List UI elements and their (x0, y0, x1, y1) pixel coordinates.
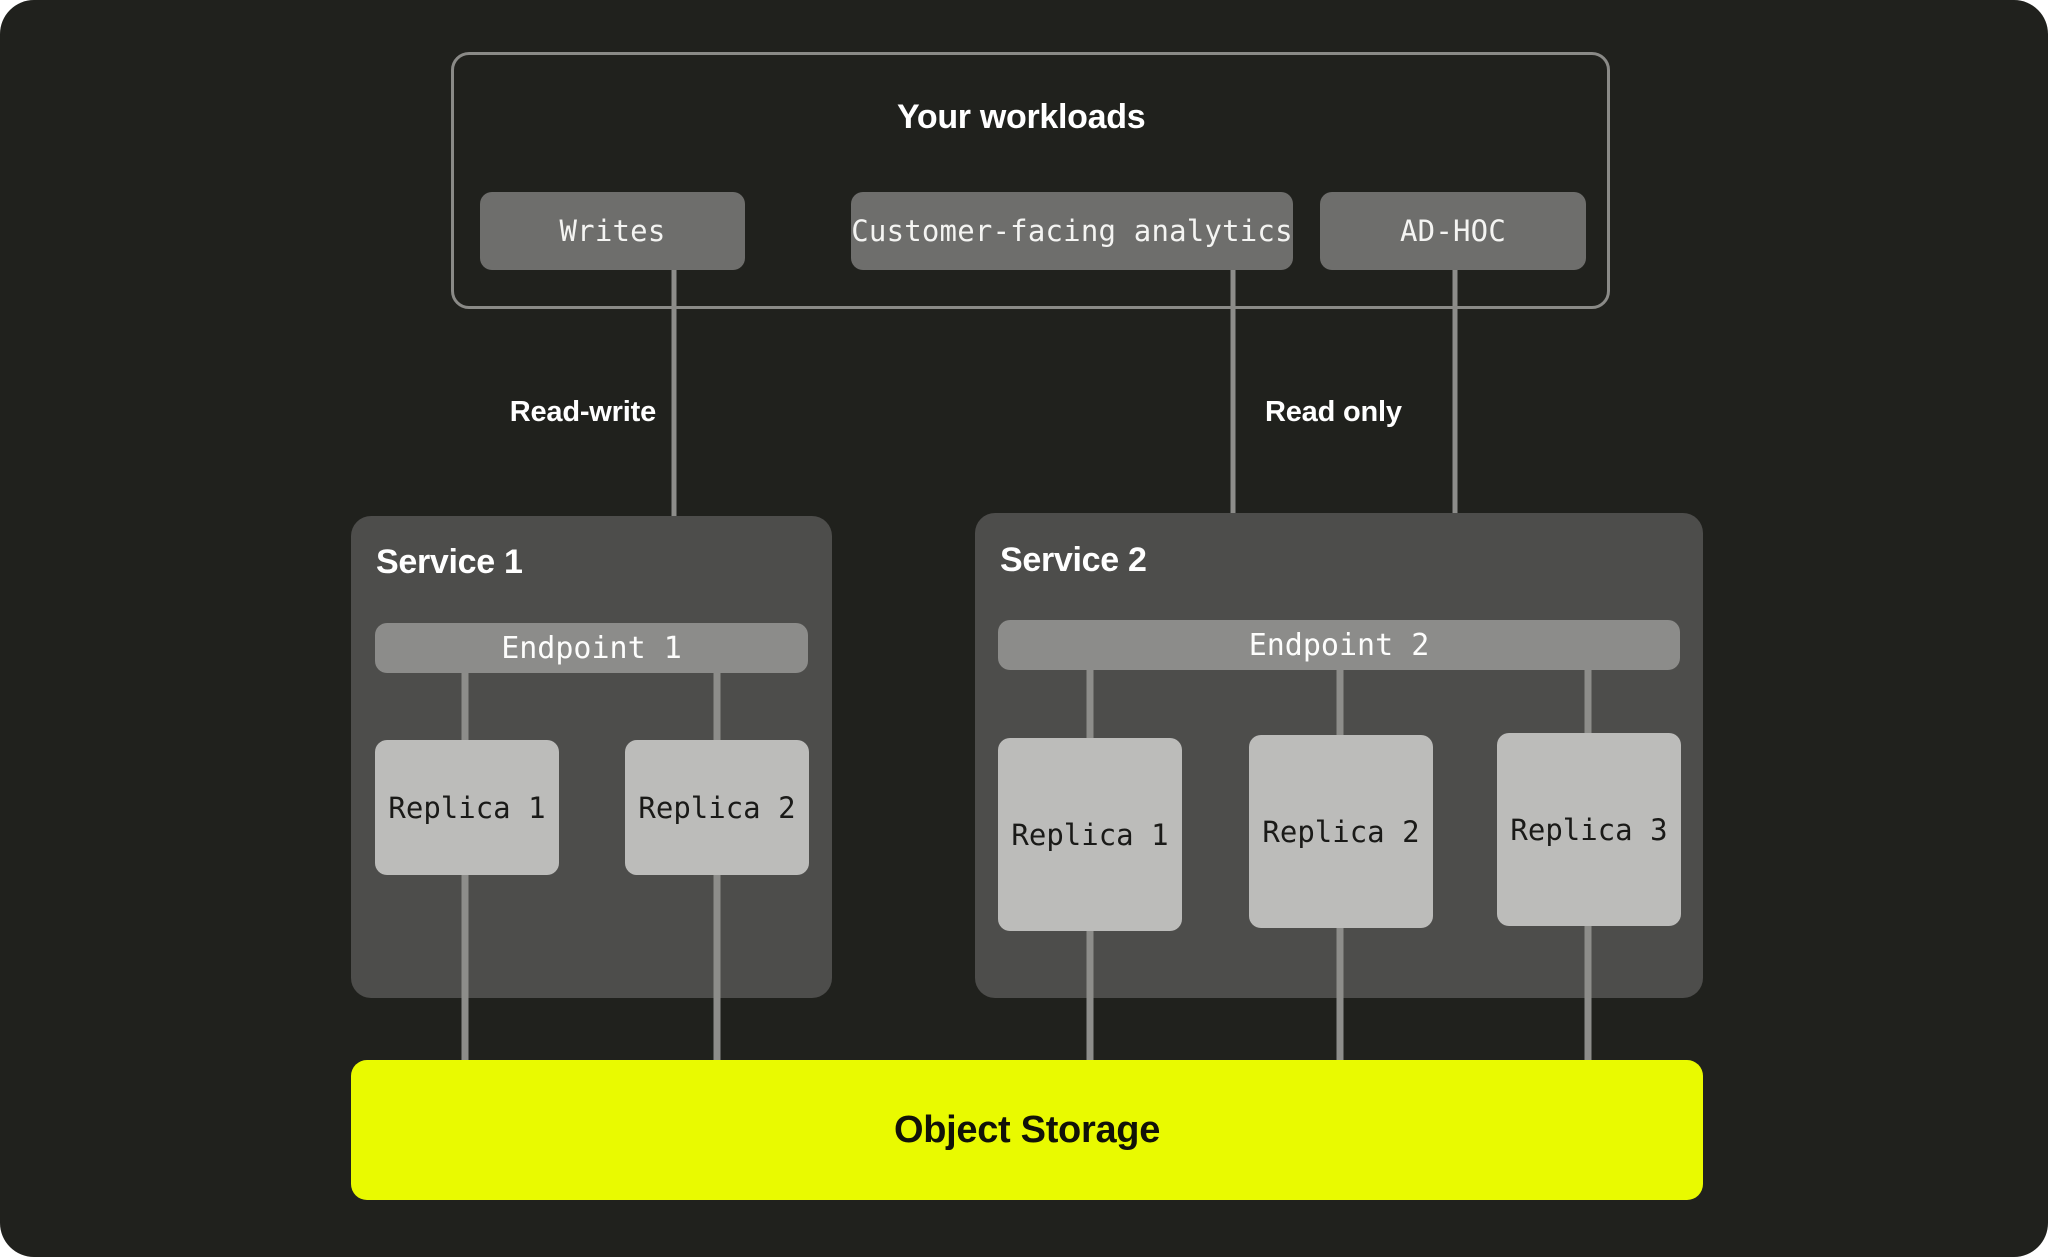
service-1-endpoint[interactable]: Endpoint 1 (375, 623, 808, 673)
service-1-replica-2[interactable]: Replica 2 (625, 740, 809, 875)
workload-chip-customer-facing-analytics[interactable]: Customer-facing analytics (851, 192, 1293, 270)
edge-label-read-write: Read-write (509, 396, 656, 428)
service-1-title: Service 1 (376, 543, 523, 581)
your-workloads-title: Your workloads (897, 98, 1146, 136)
service-2-replica-2[interactable]: Replica 2 (1249, 735, 1433, 928)
your-workloads-frame (451, 52, 1610, 309)
service-1-replica-1[interactable]: Replica 1 (375, 740, 559, 875)
edge-label-read-only: Read only (1265, 396, 1402, 428)
service-2-replica-3[interactable]: Replica 3 (1497, 733, 1681, 926)
workload-chip-ad-hoc[interactable]: AD-HOC (1320, 192, 1586, 270)
object-storage-bar[interactable]: Object Storage (351, 1060, 1703, 1200)
service-2-replica-1[interactable]: Replica 1 (998, 738, 1182, 931)
service-2-title: Service 2 (1000, 541, 1147, 579)
service-2-endpoint[interactable]: Endpoint 2 (998, 620, 1680, 670)
workload-chip-writes[interactable]: Writes (480, 192, 745, 270)
